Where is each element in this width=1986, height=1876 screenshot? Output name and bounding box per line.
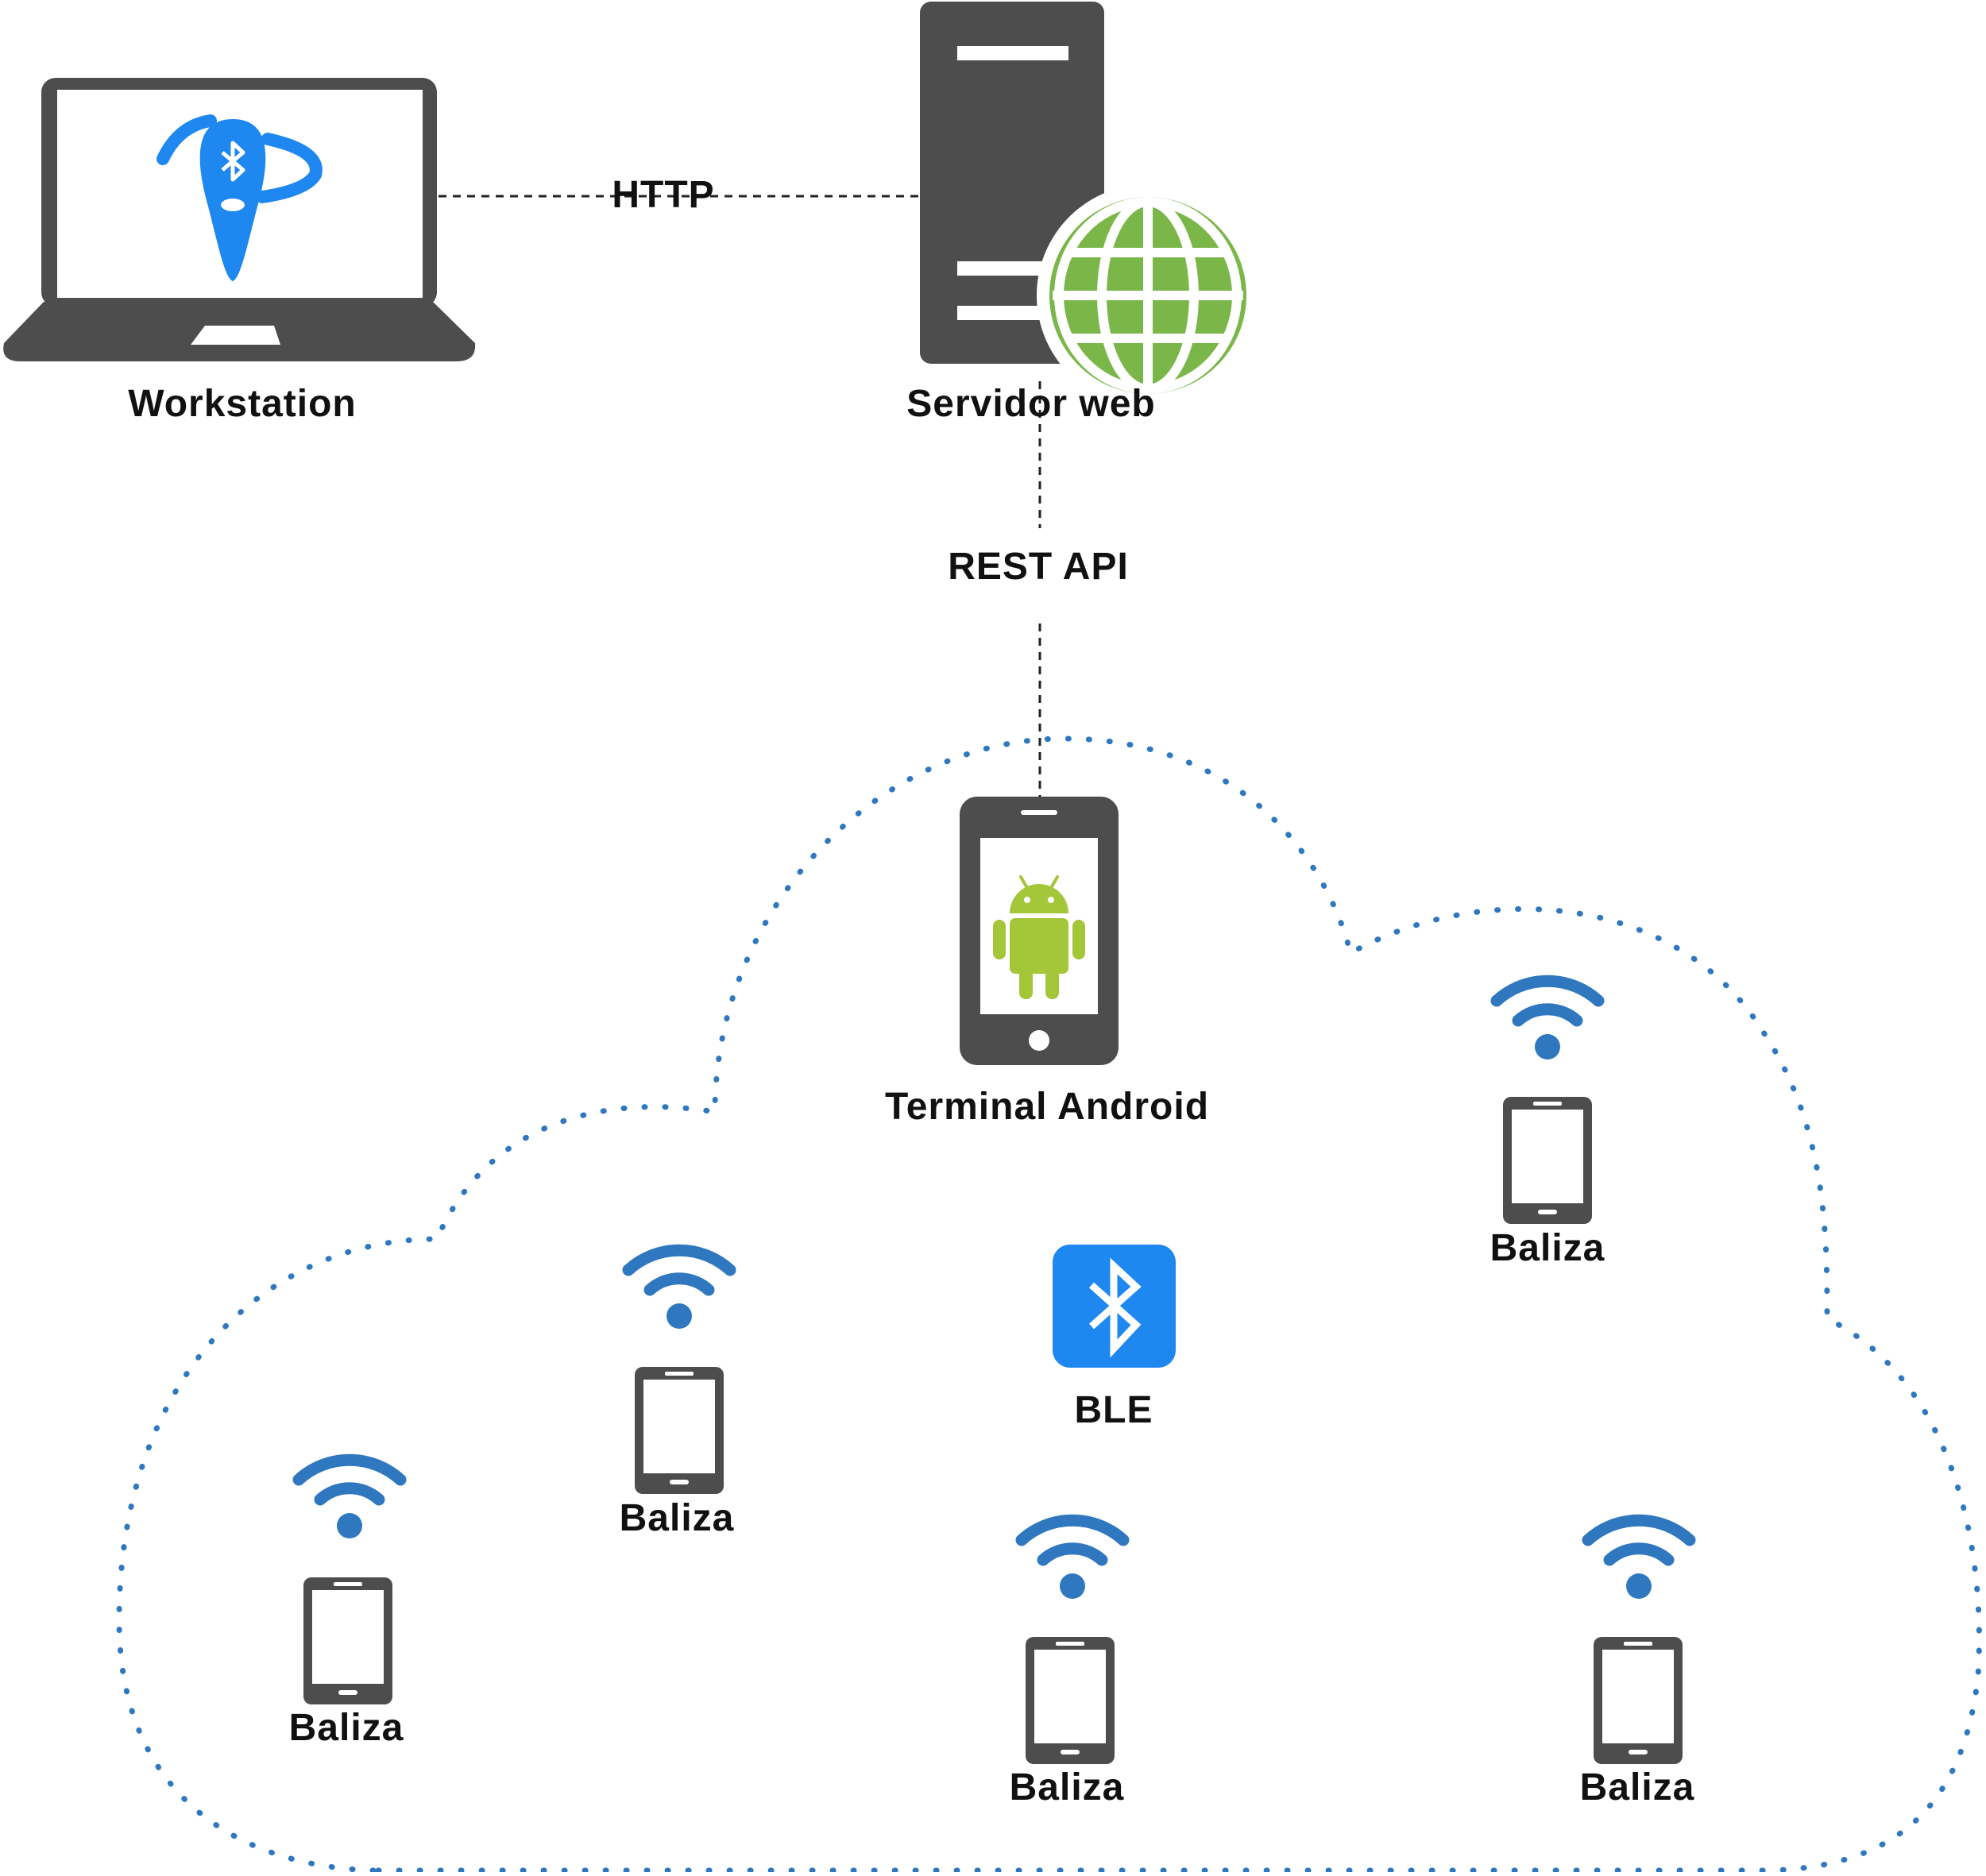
workstation-label: Workstation [128, 383, 357, 425]
beacon-phone-icon [635, 1367, 724, 1494]
wifi-icon [299, 1460, 400, 1538]
beacon-label: Baliza [1009, 1766, 1125, 1808]
beacon-label: Baliza [619, 1497, 735, 1539]
terminal-label: Terminal Android [884, 1086, 1210, 1128]
server-label: Servidor web [906, 383, 1156, 425]
beacon-3 [299, 1460, 400, 1704]
beacon-4 [1022, 1520, 1123, 1764]
beacon-phone-icon [1594, 1637, 1683, 1764]
wifi-icon [1588, 1520, 1690, 1599]
beacon-phone-icon [303, 1577, 392, 1704]
android-phone-icon [960, 797, 1119, 1065]
server-globe-icon [920, 2, 1259, 407]
beacon-label: Baliza [288, 1707, 404, 1749]
ble-label: BLE [1074, 1389, 1153, 1431]
rest-api-label: REST API [948, 546, 1129, 588]
ble-cloud-boundary [116, 735, 1982, 1874]
beacon-phone-icon [1503, 1097, 1592, 1224]
http-label: HTTP [612, 174, 715, 216]
beacon-1 [1497, 981, 1598, 1224]
laptop-bluetooth-icon [3, 78, 476, 361]
beacon-label: Baliza [1490, 1227, 1605, 1269]
beacon-5 [1588, 1520, 1690, 1764]
beacon-label: Baliza [1579, 1766, 1695, 1808]
wifi-icon [1497, 981, 1598, 1060]
beacon-phone-icon [1026, 1637, 1115, 1764]
bluetooth-icon [1053, 1245, 1176, 1368]
wifi-icon [1022, 1520, 1123, 1599]
beacon-2 [628, 1250, 730, 1494]
wifi-icon [628, 1250, 730, 1329]
